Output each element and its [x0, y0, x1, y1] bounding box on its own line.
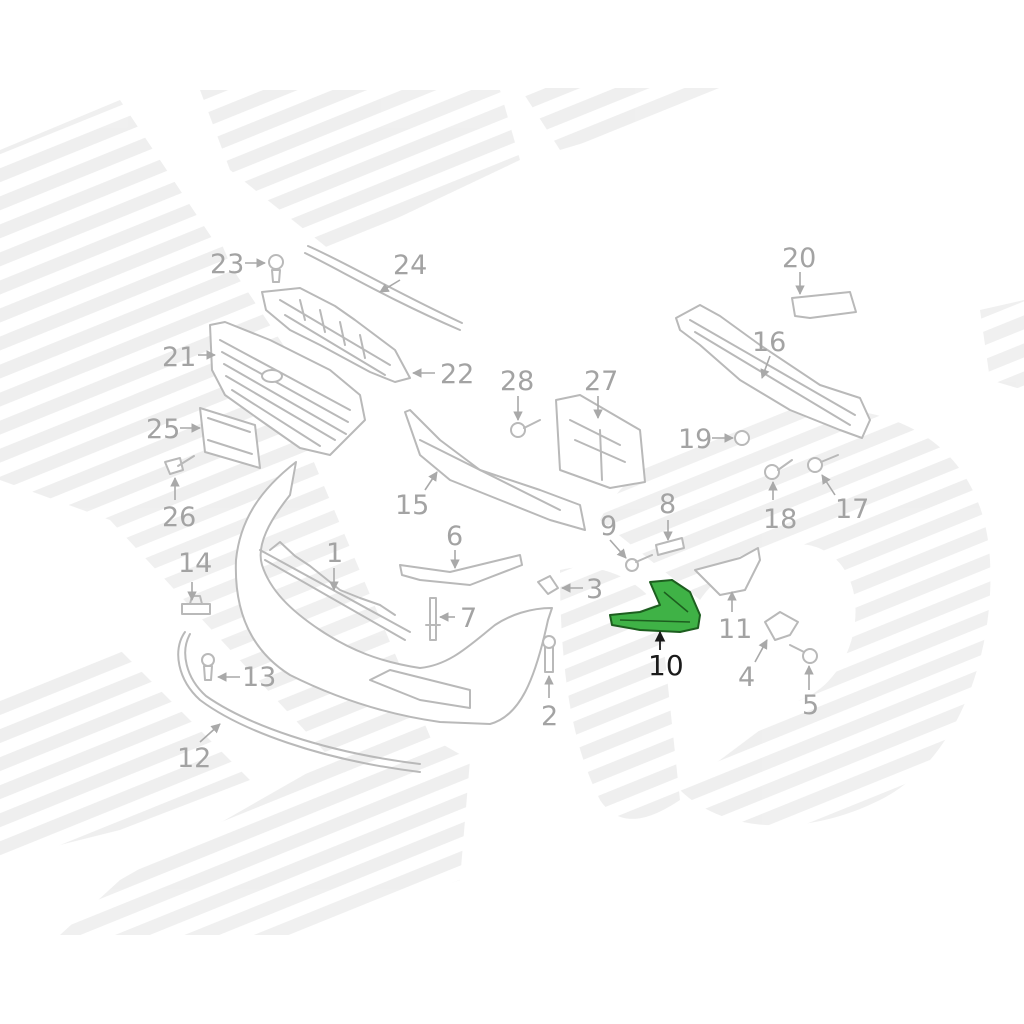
callout-4: 4 [738, 662, 755, 693]
part-2-bolt [542, 635, 556, 673]
part-24-trim-strip [304, 245, 463, 331]
part-14-clip [181, 595, 211, 615]
callout-23: 23 [210, 249, 244, 280]
callout-6: 6 [446, 521, 463, 552]
part-21-radiator-grille [209, 321, 366, 456]
part-8-pad [655, 537, 685, 556]
callout-12: 12 [177, 743, 211, 774]
part-19-nut [734, 430, 750, 446]
callout-17: 17 [835, 494, 869, 525]
part-13-screw [201, 653, 215, 681]
part-1-bumper-cover [234, 461, 553, 725]
part-16-reinforcement-beam [675, 304, 871, 439]
callout-27: 27 [584, 366, 618, 397]
callout-11: 11 [718, 614, 752, 645]
part-27-bracket [555, 394, 646, 489]
callout-19: 19 [678, 424, 712, 455]
callout-16: 16 [752, 327, 786, 358]
part-26-screw [164, 455, 195, 475]
callout-9: 9 [600, 511, 617, 542]
callout-10-highlighted: 10 [648, 649, 684, 682]
part-3-nut [537, 575, 559, 595]
part-28-bolt [510, 419, 541, 438]
callout-8: 8 [659, 489, 676, 520]
part-25-plate-bracket [199, 407, 261, 469]
part-18-bolt [764, 459, 793, 480]
part-17-bolt [807, 454, 839, 473]
part-6-bracket [399, 554, 523, 586]
part-22-grille-upper [261, 287, 411, 383]
callout-26: 26 [162, 502, 196, 533]
callout-25: 25 [146, 414, 180, 445]
callout-5: 5 [802, 690, 819, 721]
callout-1: 1 [326, 538, 343, 569]
callout-2: 2 [541, 701, 558, 732]
leader-lines [170, 258, 836, 743]
callout-28: 28 [500, 366, 534, 397]
callout-labels: 23 24 21 22 25 26 15 1 6 7 3 2 14 13 12 … [146, 243, 869, 774]
callout-3: 3 [586, 574, 603, 605]
callout-24: 24 [393, 250, 427, 281]
part-23-bolt [268, 254, 284, 283]
callout-18: 18 [763, 504, 797, 535]
callout-7: 7 [460, 603, 477, 634]
part-20-bracket [791, 291, 857, 319]
watermark [0, 88, 1024, 935]
callout-15: 15 [395, 490, 429, 521]
callout-14: 14 [178, 548, 212, 579]
part-15-absorber [404, 409, 586, 531]
part-4-bracket [764, 611, 799, 641]
callout-13: 13 [242, 662, 276, 693]
part-5-bolt [789, 644, 818, 664]
part-9-screw [625, 554, 653, 572]
part-11-bracket [694, 547, 761, 596]
callout-22: 22 [440, 359, 474, 390]
part-12-lower-lip [177, 631, 421, 773]
callout-21: 21 [162, 342, 196, 373]
part-7-clip [425, 597, 441, 641]
callout-20: 20 [782, 243, 816, 274]
